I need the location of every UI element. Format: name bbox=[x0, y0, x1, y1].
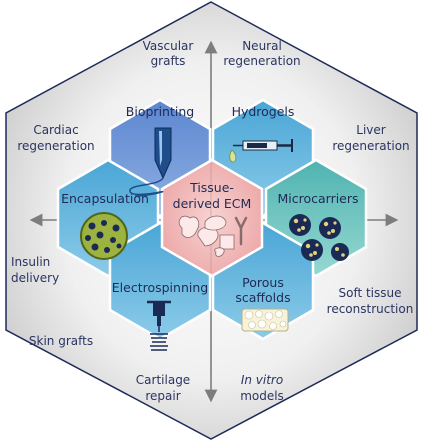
label-cartilage-line2: repair bbox=[145, 389, 180, 403]
electrospinning-icon bbox=[147, 300, 171, 351]
label-invitro-line2: models bbox=[240, 389, 284, 403]
label-neural-line1: Neural bbox=[242, 39, 282, 53]
microcarrier-beads-icon bbox=[289, 214, 349, 261]
label-porous-line1: Porous bbox=[242, 275, 284, 290]
center-label-line2: derived ECM bbox=[173, 196, 252, 211]
label-insulin-line1: Insulin bbox=[11, 255, 50, 269]
label-porous-line2: scaffolds bbox=[235, 290, 290, 305]
label-skin-grafts: Skin grafts bbox=[29, 334, 93, 348]
label-neural-line2: regeneration bbox=[223, 54, 300, 68]
syringe-icon bbox=[229, 139, 293, 163]
label-liver-line1: Liver bbox=[356, 123, 386, 137]
bioprinter-nozzle-icon bbox=[129, 127, 172, 197]
label-vascular-line1: Vascular bbox=[143, 39, 194, 53]
label-invitro-line1: In vitro bbox=[241, 373, 283, 387]
label-cartilage-line1: Cartilage bbox=[136, 373, 190, 387]
label-soft-line1: Soft tissue bbox=[338, 286, 401, 300]
label-cardiac-line1: Cardiac bbox=[33, 123, 78, 137]
petri-dish-icon bbox=[80, 212, 128, 260]
label-soft-line2: reconstruction bbox=[327, 302, 414, 316]
label-hydrogels: Hydrogels bbox=[232, 104, 295, 119]
organs-icon bbox=[178, 215, 248, 257]
label-encapsulation: Encapsulation bbox=[61, 191, 149, 206]
label-electrospinning: Electrospinning bbox=[112, 280, 208, 295]
label-microcarriers: Microcarriers bbox=[277, 191, 358, 206]
label-insulin-line2: delivery bbox=[11, 271, 59, 285]
label-vascular-line2: grafts bbox=[151, 54, 186, 68]
porous-scaffold-icon bbox=[241, 308, 289, 332]
label-cardiac-line2: regeneration bbox=[17, 139, 94, 153]
label-bioprinting: Bioprinting bbox=[126, 104, 194, 119]
center-label-line1: Tissue- bbox=[189, 180, 234, 195]
label-liver-line2: regeneration bbox=[332, 139, 409, 153]
